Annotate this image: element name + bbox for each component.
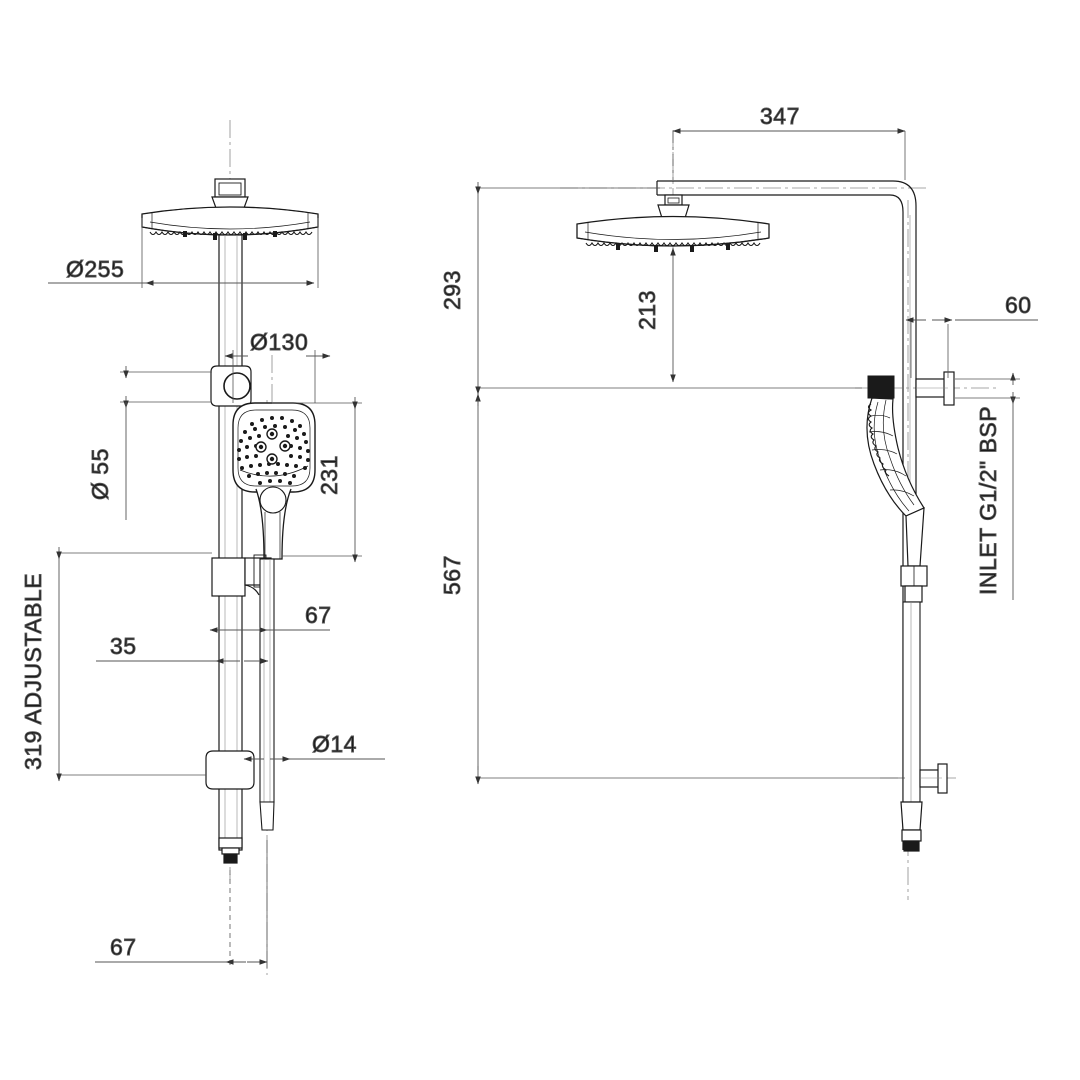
dim-label-d293: 293	[439, 270, 465, 310]
front-dimension-layer: Ø255 Ø130 Ø 55	[20, 218, 385, 968]
dim-label-d60: 60	[1005, 292, 1032, 318]
dim-label-d14: Ø14	[312, 731, 357, 757]
dim-d67-bottom	[95, 840, 268, 968]
dim-label-d67-top: 67	[305, 602, 332, 628]
dim-label-d55: Ø 55	[87, 448, 113, 500]
dim-label-d347: 347	[760, 103, 800, 129]
hand-shower	[232, 402, 316, 560]
side-lower-hose	[902, 601, 921, 803]
side-lower-outlet	[919, 763, 948, 794]
dim-label-d319: 319 ADJUSTABLE	[20, 573, 46, 770]
dim-d231	[272, 397, 362, 563]
shower-hose	[259, 558, 275, 831]
wall-inlet-fitting	[915, 371, 955, 406]
dim-label-d35: 35	[110, 633, 137, 659]
dim-label-d255: Ø255	[66, 256, 124, 282]
dim-d255	[48, 218, 319, 288]
front-elevation-view	[141, 120, 319, 975]
dim-d347	[672, 128, 906, 180]
side-dimension-layer: 347 293 213 567	[439, 103, 1038, 785]
dim-d130	[224, 350, 331, 403]
dim-label-d567: 567	[439, 555, 465, 595]
side-hand-shower	[866, 397, 928, 603]
dim-d319	[56, 547, 212, 782]
dim-label-d213: 213	[634, 290, 660, 330]
side-hose-end-fitting	[900, 801, 923, 852]
dim-label-d231: 231	[316, 455, 342, 495]
side-handshower-holder	[867, 375, 895, 399]
lower-slider-bracket	[205, 750, 255, 790]
dim-label-d67-bottom: 67	[110, 934, 137, 960]
side-shower-connector	[657, 194, 690, 219]
rail-bottom-outlet	[218, 837, 243, 864]
dim-d293	[475, 182, 862, 395]
dim-label-inlet: INLET G1/2" BSP	[975, 406, 1001, 595]
upper-holder-block	[210, 365, 252, 407]
shower-arm	[656, 180, 917, 850]
drawing-linework: Ø255 Ø130 Ø 55	[20, 103, 1038, 975]
spray-nozzles	[237, 416, 310, 485]
dim-d60	[905, 317, 1038, 378]
dim-d567	[475, 393, 905, 785]
dim-label-d130: Ø130	[250, 329, 308, 355]
dim-d55	[120, 366, 212, 520]
overhead-shower-connector	[211, 178, 249, 209]
side-shower-head	[576, 215, 770, 252]
side-elevation-view	[560, 130, 1000, 900]
overhead-shower-head	[141, 206, 319, 240]
dim-inlet-callout	[955, 372, 1020, 600]
